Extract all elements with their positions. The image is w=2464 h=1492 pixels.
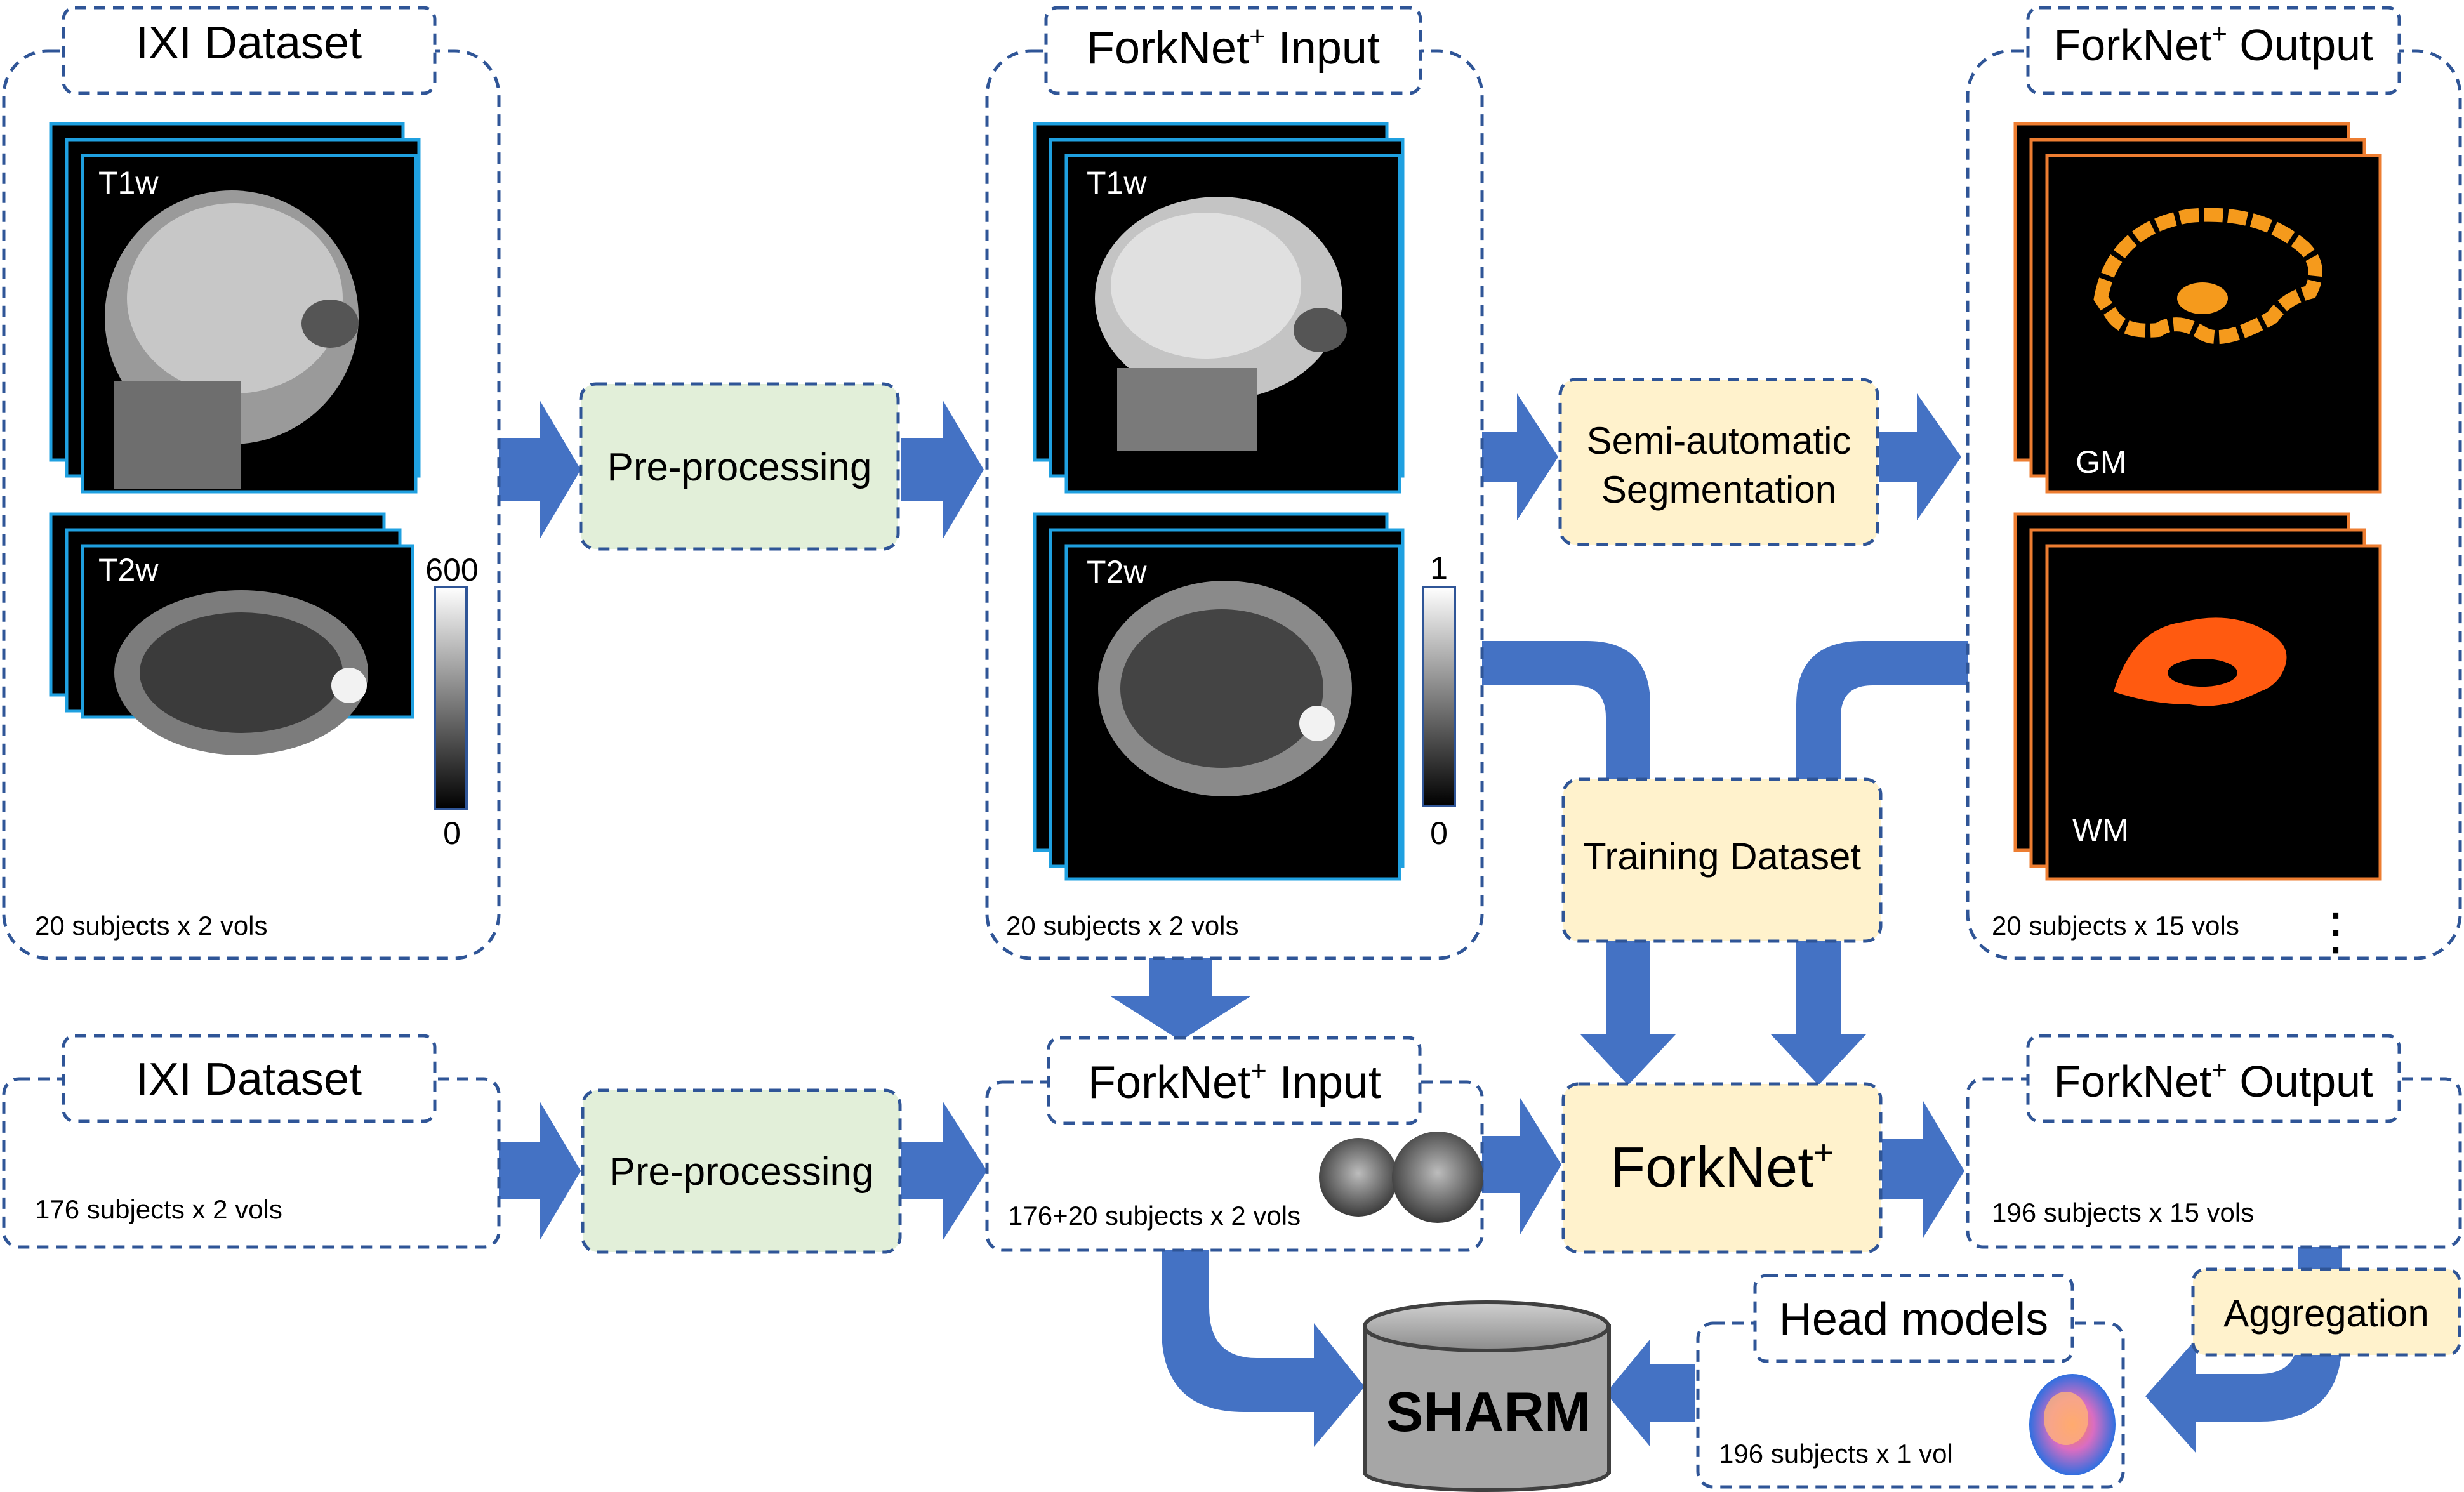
head-models-title-box [1753,1274,2074,1363]
input-colorbar-max: 1 [1430,550,1448,586]
ixi-count: 20 subjects x 2 vols [35,911,268,941]
sharm-database [1363,1300,1611,1492]
arrow-headmodels-to-sharm [1606,1339,1695,1447]
arrow-segmentation-to-output [1879,393,1961,520]
output-wm-image [2045,544,2382,881]
input-colorbar-min: 0 [1430,815,1448,851]
input2-title: ForkNet+ Input [1088,1055,1381,1108]
sharm-database-top [1363,1300,1610,1352]
pipe-input-to-training [1479,641,1650,781]
ixi-t2-stack [49,512,414,755]
ixi-title-box [62,6,437,95]
training-dataset-label: Training Dataset [1583,835,1861,878]
arrow-input2-to-forknet [1482,1098,1561,1234]
ixi-t2-label: T2w [98,552,159,588]
output-count: 20 subjects x 15 vols [1992,911,2239,941]
output2-count: 196 subjects x 15 vols [1992,1198,2254,1227]
input-title-box [1044,6,1422,95]
input-t1-stack [1033,122,1405,494]
input-t1-label: T1w [1087,165,1147,201]
ixi-t1-label: T1w [98,165,159,201]
pipe-output-to-training [1796,641,1968,781]
gm-segmentation-shape [2093,208,2322,345]
arrow-ixi-to-preprocess [498,400,581,539]
forknet-box [1561,1082,1883,1254]
arrow-training-to-forknet-left [1580,939,1676,1085]
output-gm-stack [2013,122,2382,494]
input2-count: 176+20 subjects x 2 vols [1008,1201,1301,1231]
input-colorbar [1422,586,1456,807]
output2-title-box [2026,1034,2401,1123]
arrow-ixi2-to-preprocess2 [498,1101,581,1241]
head-model-thumbnail [2029,1374,2116,1475]
input-t2-stack [1033,512,1405,881]
segmentation-line1: Semi-automatic [1587,419,1851,462]
sharm-label: SHARM [1386,1380,1591,1443]
brain-3d-thumbnails [1319,1132,1483,1223]
output-title: ForkNet+ Output [2053,18,2373,70]
segmentation-box [1558,378,1879,546]
input-t2-label: T2w [1087,554,1147,590]
input-title: ForkNet+ Input [1087,21,1380,74]
ixi-title: IXI Dataset [136,18,362,69]
ixi2-title: IXI Dataset [136,1054,362,1105]
training-dataset-box [1561,777,1883,943]
output2-title: ForkNet+ Output [2053,1055,2373,1106]
preprocess2-box [581,1088,902,1254]
output-gm-image [2045,154,2382,494]
aggregation-box [2191,1267,2461,1357]
arrow-input-to-segmentation [1479,393,1558,520]
output-title-box [2026,6,2401,95]
arrow-preprocess-to-input [901,400,984,539]
preprocess-box [579,382,900,551]
input-count: 20 subjects x 2 vols [1006,911,1239,941]
ixi-colorbar [434,586,468,810]
gm-label: GM [2076,444,2127,480]
pipe-input2-to-sharm [1162,1244,1365,1447]
ixi2-count: 176 subjects x 2 vols [35,1194,282,1224]
arrow-preprocess2-to-input2 [901,1101,987,1241]
preprocess-label: Pre-processing [607,446,872,489]
flow-arrows [498,393,2342,1453]
ixi-colorbar-max: 600 [425,552,478,588]
ixi2-title-box [62,1034,437,1123]
ixi-colorbar-min: 0 [443,815,461,851]
head-models-title: Head models [1779,1294,2048,1345]
output-ellipsis: ⋮ [2310,903,2361,960]
aggregation-label: Aggregation [2223,1292,2429,1335]
arrow-training-to-forknet-right [1771,939,1866,1085]
ixi-t1-stack [49,122,421,494]
arrow-forknet-to-output2 [1882,1101,1964,1238]
pipe-output2-to-aggregation [2145,1244,2342,1453]
segmentation-line2: Segmentation [1601,468,1836,511]
output-wm-stack [2013,512,2382,881]
preprocess2-label: Pre-processing [609,1150,874,1194]
head-models-count: 196 subjects x 1 vol [1719,1439,1953,1469]
wm-label: WM [2072,812,2129,848]
arrow-input-down [1111,958,1250,1041]
input2-title-box [1047,1036,1422,1125]
forknet-label: ForkNet+ [1610,1133,1834,1199]
